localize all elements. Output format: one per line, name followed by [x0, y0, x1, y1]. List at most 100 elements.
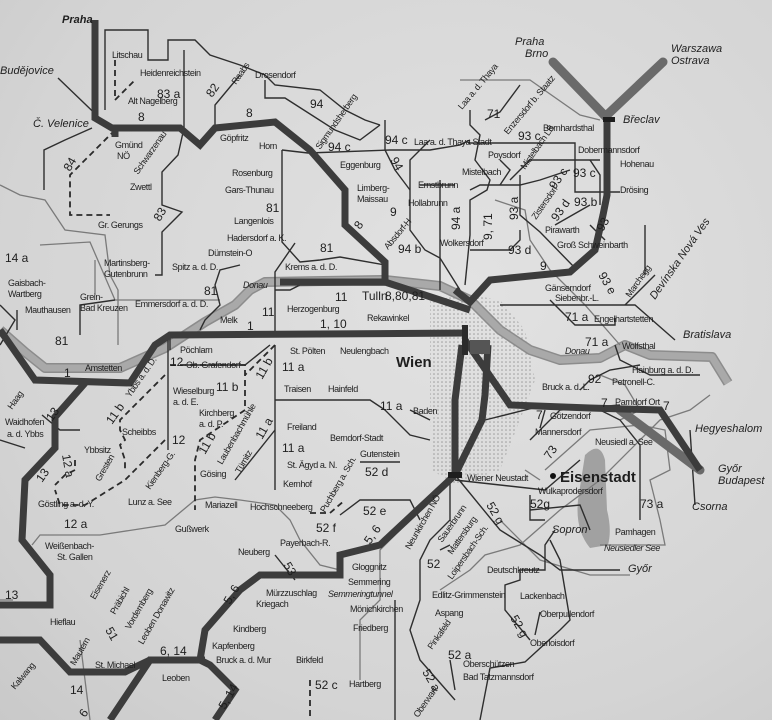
place-label: Pöchlarn	[180, 345, 213, 355]
place-label: Götzendorf	[550, 411, 591, 421]
place-label: Berndorf-Stadt	[330, 433, 384, 443]
route-number: 94 c	[328, 140, 351, 154]
place-label: Alt Nagelberg	[128, 96, 178, 106]
destination-label: Csorna	[692, 501, 727, 513]
place-label: Neuberg	[238, 547, 270, 557]
destination-label: Praha	[515, 36, 544, 48]
place-label: Leoben	[162, 673, 190, 683]
water-labels: Donau Donau Neusiedler See Semmeringtunn…	[243, 280, 661, 599]
place-label: Lackenbach	[520, 591, 565, 601]
danube-river	[0, 275, 733, 386]
river-label: Donau	[243, 280, 268, 290]
route-number: 52 c	[315, 678, 338, 692]
destination-label: Budapest	[718, 475, 765, 487]
place-label: Heidenreichstein	[140, 68, 201, 78]
place-label: Mautern	[68, 635, 92, 667]
destination-label: Győr	[628, 563, 653, 575]
place-label: Hohenau	[620, 159, 654, 169]
place-label: Oberpullendorf	[540, 609, 595, 619]
place-label: Wieselburg	[173, 386, 214, 396]
place-label: Hainburg a. d. D.	[632, 365, 693, 375]
place-label: Oberschützen	[463, 659, 515, 669]
place-label: Mürzzuschlag	[266, 588, 317, 598]
place-label: Lunz a. See	[128, 497, 172, 507]
destination-label: Ostrava	[671, 55, 710, 67]
place-label: St. Ägyd a. N.	[287, 460, 337, 470]
route-number: 9	[540, 259, 547, 273]
route-number: 11	[262, 305, 275, 319]
route-number: 7	[663, 399, 670, 413]
route-number: 7	[536, 408, 543, 422]
place-label: Neulengbach	[340, 346, 389, 356]
place-label: Scheibbs	[122, 427, 157, 437]
place-label: Wolfsthal	[622, 341, 656, 351]
lake-label: Neusiedler See	[604, 543, 660, 553]
route-number: 8	[246, 106, 253, 120]
place-label: Mönichkirchen	[350, 604, 403, 614]
place-label: Baden	[413, 406, 437, 416]
river-label: Donau	[565, 346, 590, 356]
place-label: Waidhofen	[5, 417, 44, 427]
route-number: 53	[280, 560, 299, 579]
place-label: Haag	[5, 389, 25, 411]
place-label: Wolkersdorf	[440, 238, 484, 248]
place-label: Ybbsitz	[84, 445, 112, 455]
place-label: Rekawinkel	[367, 313, 409, 323]
place-label: Gaisbach-	[8, 278, 46, 288]
place-label: Petronell-C.	[612, 377, 655, 387]
destination-label: Devínska Nová Ves	[648, 216, 713, 302]
route-number: 81	[266, 201, 280, 215]
place-label: Gmünd	[115, 140, 143, 150]
place-label: Gänserndorf	[545, 283, 592, 293]
place-label: Laa a. d. Thaya Stadt	[414, 137, 492, 147]
place-label: Gars-Thunau	[225, 185, 274, 195]
route-number: 7	[601, 396, 608, 410]
place-label: Göstling a. d. Y.	[38, 499, 94, 509]
route-number: 83 a	[157, 87, 181, 101]
route-number: 71	[487, 107, 501, 121]
place-label: Kapfenberg	[212, 641, 255, 651]
route-number: 12	[170, 355, 184, 369]
place-label: Herzogenburg	[287, 304, 340, 314]
place-label: Ob. Grafendorf	[186, 360, 241, 370]
place-label: a. d. E.	[173, 397, 198, 407]
place-label: Bad Tatzmannsdorf	[463, 672, 534, 682]
route-number: 9, 71	[481, 213, 495, 240]
route-number: 8	[138, 110, 145, 124]
route-number: 8,80,81	[385, 289, 425, 303]
place-label: Krems a. d. D.	[285, 262, 337, 272]
place-label-wien: Wien	[396, 354, 432, 371]
place-label: Gresten	[93, 452, 116, 483]
route-number: 73 a	[640, 497, 664, 511]
place-label: Aspang	[435, 608, 464, 618]
place-label: Kirchberg	[199, 408, 234, 418]
route-number: 1	[64, 366, 71, 380]
place-label: Pamhagen	[615, 527, 656, 537]
place-label: Poysdorf	[488, 150, 521, 160]
place-label: Budějovice	[0, 65, 54, 77]
place-label: Schwarzenau	[131, 129, 168, 176]
place-label: Gloggnitz	[352, 562, 387, 572]
place-label: Hochschneeberg	[250, 502, 313, 512]
place-label: Maissau	[357, 194, 388, 204]
place-label: Birkfeld	[296, 655, 323, 665]
destination-label: Hegyeshalom	[695, 423, 762, 435]
route-number: 11 b	[216, 380, 239, 394]
place-label: Bad Kreuzen	[80, 303, 128, 313]
route-number: 71 a	[565, 310, 589, 324]
route-number: 11	[335, 290, 348, 304]
place-label: Hainfeld	[328, 384, 358, 394]
place-label: Pinkafeld	[425, 618, 453, 651]
place-label: Martinsberg-	[104, 258, 150, 268]
place-label: Groß Schweinbarth	[557, 240, 628, 250]
place-label: Laa a. d. Thaya	[456, 61, 500, 111]
place-label: St. Gallen	[57, 552, 93, 562]
place-label: Freiland	[287, 422, 317, 432]
route-number: 83	[150, 205, 169, 224]
place-label: Spitz a. d. D.	[172, 262, 218, 272]
route-number: 82	[203, 80, 222, 99]
route-number: 5, 14	[215, 681, 241, 711]
route-number: 94 c	[385, 133, 408, 147]
